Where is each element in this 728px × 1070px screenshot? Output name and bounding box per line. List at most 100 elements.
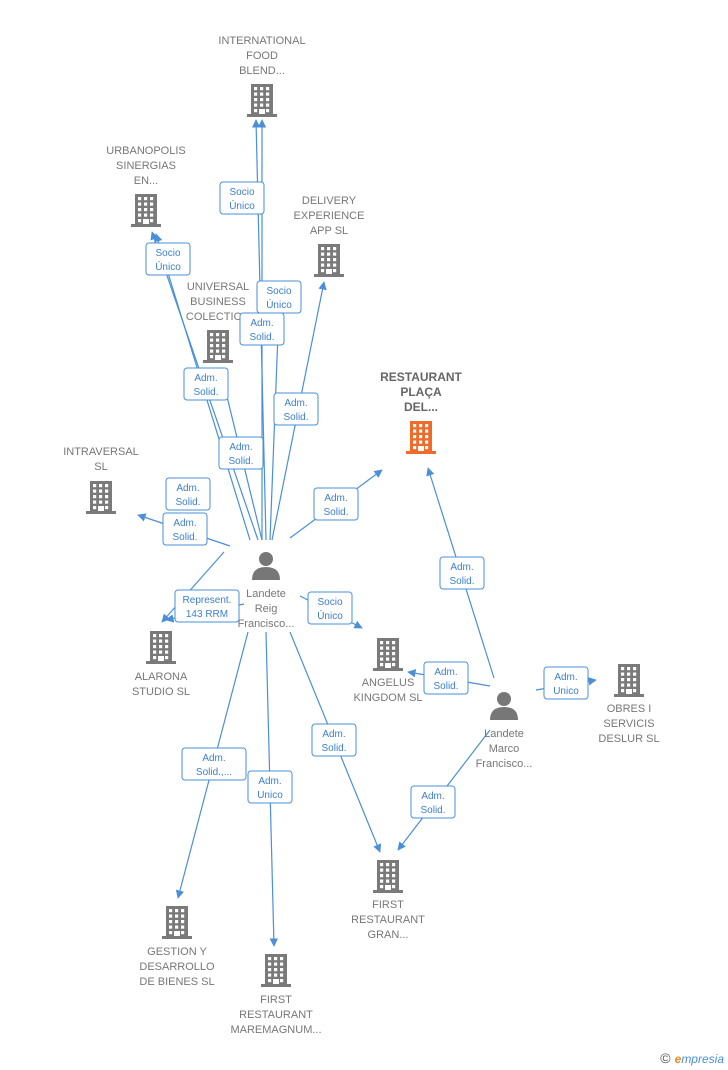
node-label-line: INTERNATIONAL	[218, 35, 305, 47]
edge-label-box	[273, 392, 319, 426]
edge-label-text: Adm.	[421, 791, 444, 802]
node-label-line: Landete	[246, 588, 286, 600]
edge-label-box	[313, 487, 359, 521]
brand-name: mpresia	[681, 1052, 724, 1066]
edge-label-text: Adm.	[450, 562, 473, 573]
edge-label-text: Único	[155, 260, 181, 273]
edge-label-text: Adm.	[194, 373, 217, 384]
building-icon[interactable]	[373, 638, 403, 671]
building-icon[interactable]	[131, 194, 161, 227]
person-icon[interactable]	[490, 692, 518, 720]
building-icon[interactable]	[162, 906, 192, 939]
node-label-line: GRAN...	[368, 929, 409, 941]
edge-label-box	[218, 436, 264, 470]
edge-label-text: Solid.	[321, 743, 346, 754]
building-icon[interactable]	[373, 860, 403, 893]
edge-label-text: Adm.	[173, 518, 196, 529]
node-landete_marco[interactable]: LandeteMarcoFrancisco...	[476, 692, 533, 770]
edge-label-box	[145, 242, 191, 276]
edge-label-text: Solid.	[193, 387, 218, 398]
node-first_maremagnum[interactable]: FIRSTRESTAURANTMAREMAGNUM...	[230, 954, 322, 1036]
person-icon[interactable]	[252, 552, 280, 580]
edge-label-text: Adm.	[176, 483, 199, 494]
building-icon[interactable]	[314, 244, 344, 277]
node-label-line: COLECTION	[186, 311, 250, 323]
edge-label-box	[181, 747, 247, 781]
edge-label-landete_reig-to-universal[interactable]: Adm.Solid.	[218, 436, 264, 470]
node-landete_reig[interactable]: LandeteReigFrancisco...	[238, 552, 295, 630]
edge-label-text: Solid.	[420, 805, 445, 816]
node-label-line: SL	[94, 461, 107, 473]
edge-label-landete_marco-to-angelus[interactable]: Adm. Solid.	[423, 661, 469, 695]
node-label-line: FIRST	[260, 994, 292, 1006]
edge-label-landete_reig-to-international[interactable]: Adm.Solid.	[239, 312, 285, 346]
node-label-line: KINGDOM SL	[353, 692, 422, 704]
node-urbanopolis[interactable]: URBANOPOLISSINERGIASEN...	[106, 145, 186, 227]
node-first_gran[interactable]: FIRSTRESTAURANTGRAN...	[351, 860, 425, 941]
edge-label-text: Único	[266, 298, 292, 311]
edge-label-text: Adm.	[322, 729, 345, 740]
node-label-line: URBANOPOLIS	[106, 145, 185, 157]
edge-label-landete_reig-to-urbanopolis[interactable]: Adm. Solid.	[183, 367, 229, 401]
edge-label-landete_reig-to-restaurant_placa[interactable]: Adm.Solid.	[313, 487, 359, 521]
building-icon[interactable]	[86, 481, 116, 514]
edge-label-text: Adm.	[284, 398, 307, 409]
edge-label-box	[183, 367, 229, 401]
edge-label-text: Solid.	[175, 497, 200, 508]
highlighted-building-icon[interactable]	[406, 421, 436, 454]
edge-label-text: Socio	[155, 248, 180, 259]
edge-label-text: Solid.	[228, 456, 253, 467]
building-icon[interactable]	[247, 84, 277, 117]
node-label-line: DESARROLLO	[139, 961, 215, 973]
building-icon[interactable]	[261, 954, 291, 987]
edge-label-landete_reig-to-alarona[interactable]: Adm. Solid.	[165, 477, 211, 511]
edge-label-landete_reig-to-delivery[interactable]: Adm. Solid.	[273, 392, 319, 426]
edge-label-box	[219, 181, 265, 215]
node-label-line: RESTAURANT	[351, 914, 425, 926]
node-label-line: STUDIO SL	[132, 686, 190, 698]
edge-label-box	[410, 785, 456, 819]
edge-label-landete_marco-to-first_gran[interactable]: Adm. Solid.	[410, 785, 456, 819]
building-icon[interactable]	[614, 664, 644, 697]
edge-label-landete_reig-to-alarona[interactable]: Represent.143 RRM	[174, 589, 240, 623]
edge-label-text: Adm.	[324, 493, 347, 504]
edge-label-text: Único	[317, 609, 343, 622]
brand-initial: e	[674, 1052, 682, 1066]
edge-label-text: Adm.	[258, 776, 281, 787]
edge-label-landete_reig-to-gestion[interactable]: Adm.Solid.,...	[181, 747, 247, 781]
edge-label-text: Solid.,...	[196, 767, 232, 778]
edge-label-text: Solid.	[283, 412, 308, 423]
edge-label-landete_reig-to-first_gran[interactable]: Adm. Solid.	[311, 723, 357, 757]
edge-label-landete_marco-to-restaurant_placa[interactable]: Adm.Solid.	[439, 556, 485, 590]
node-label-line: Landete	[484, 728, 524, 740]
edge-label-landete_reig-to-first_maremagnum[interactable]: Adm. Unico	[247, 770, 293, 804]
node-international[interactable]: INTERNATIONALFOODBLEND...	[218, 35, 306, 117]
edge-label-text: Solid.	[433, 681, 458, 692]
node-label-line: Francisco...	[476, 758, 533, 770]
building-icon[interactable]	[146, 631, 176, 664]
edge-label-landete_marco-to-obres[interactable]: Adm.Unico	[543, 666, 589, 700]
edge-label-text: Unico	[257, 790, 283, 801]
building-icon[interactable]	[203, 330, 233, 363]
copyright-symbol: ©	[660, 1050, 671, 1066]
edge-label-box	[543, 666, 589, 700]
edge-label-text: Adm.	[250, 318, 273, 329]
edge-label-landete_reig-to-intraversal[interactable]: Adm.Solid.	[162, 512, 208, 546]
node-label-line: SINERGIAS	[116, 160, 176, 172]
node-restaurant_placa[interactable]: RESTAURANTPLAÇADEL...	[380, 370, 463, 454]
edge-label-box	[256, 280, 302, 314]
edge-label-text: Adm.	[434, 667, 457, 678]
